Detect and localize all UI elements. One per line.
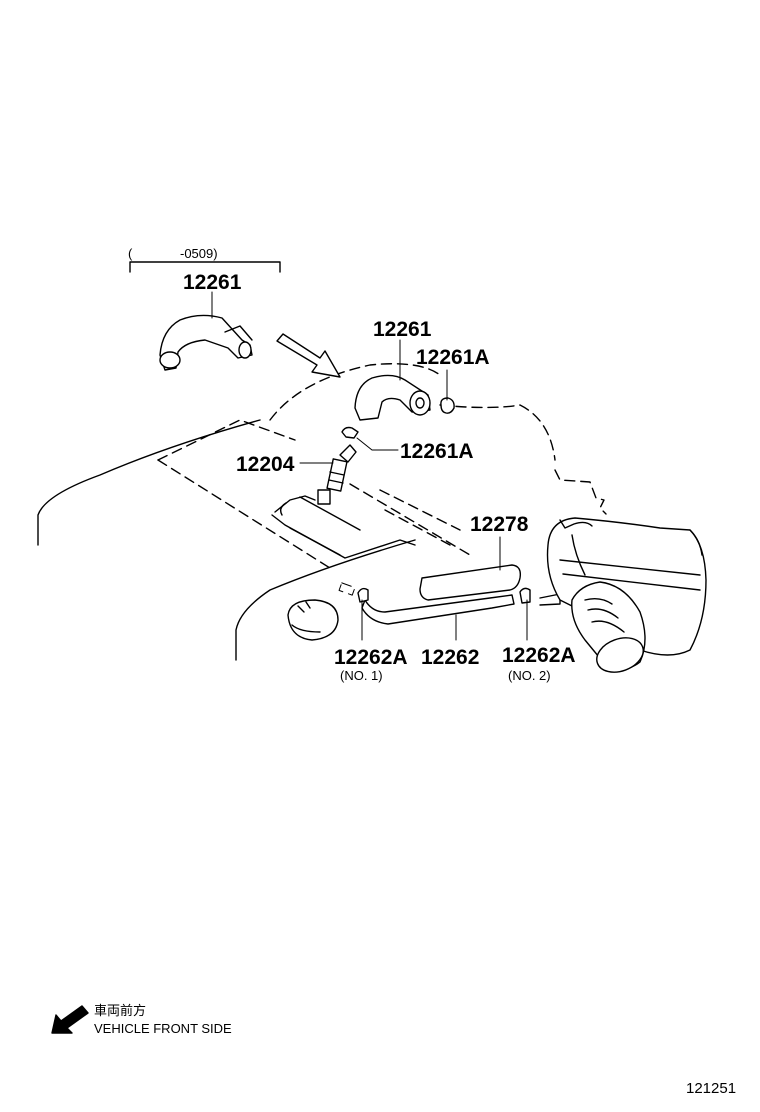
part-label-12204: 12204 (236, 453, 295, 476)
installation-arrow-icon (276, 333, 341, 378)
legend-japanese: 車両前方 (94, 1003, 146, 1019)
hose-12262 (338, 582, 561, 625)
part-label-12262a-no2: 12262A (502, 644, 576, 667)
part-label-12261-old: 12261 (183, 271, 242, 294)
hose-12261-old (159, 314, 253, 371)
air-cleaner (546, 517, 707, 673)
date-range-bracket (129, 261, 281, 273)
hose-12261 (354, 374, 431, 421)
part-label-12278: 12278 (470, 513, 529, 536)
engine-outline (37, 363, 607, 661)
clip-12261a-upper (440, 397, 455, 414)
date-range-label: -0509) (180, 246, 218, 261)
hose-12278 (419, 564, 522, 601)
valve-cover-detail (271, 489, 416, 559)
part-label-12262: 12262 (421, 646, 479, 669)
diagram-id: 121251 (686, 1080, 736, 1097)
date-open-paren: ( (128, 246, 133, 261)
oil-filler-cap (287, 599, 339, 641)
part-label-12262a-no1: 12262A (334, 646, 408, 669)
leader-lines (211, 291, 528, 641)
legend-vehicle-front-side: VEHICLE FRONT SIDE (94, 1021, 232, 1036)
vehicle-front-arrow-icon (51, 1005, 89, 1034)
part-label-12261: 12261 (373, 318, 432, 341)
part-label-12261a-lower: 12261A (400, 440, 474, 463)
note-no2: (NO. 2) (508, 668, 551, 683)
pcv-valve-12204 (326, 444, 357, 492)
part-label-12261a-upper: 12261A (416, 346, 490, 369)
clip-12261a-lower (341, 426, 359, 439)
note-no1: (NO. 1) (340, 668, 383, 683)
